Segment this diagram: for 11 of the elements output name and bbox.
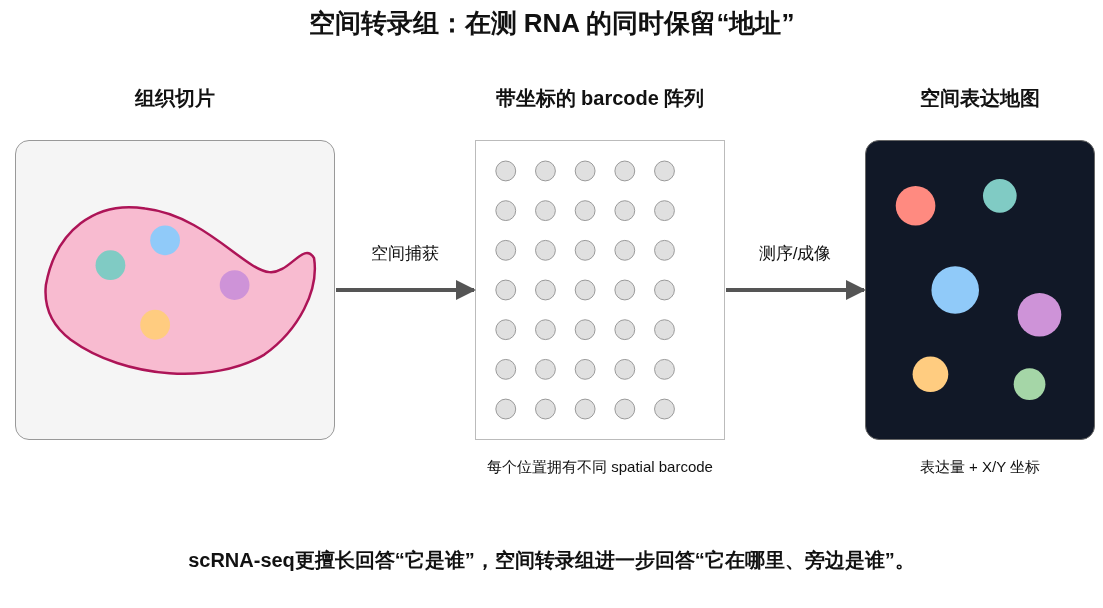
arrow xyxy=(336,280,476,300)
panel-caption: 每个位置拥有不同 spatial barcode xyxy=(487,458,713,477)
panel-heading: 组织切片 xyxy=(135,86,215,111)
edge-label: 测序/成像 xyxy=(756,242,834,265)
title: 空间转录组：在测 RNA 的同时保留“地址” xyxy=(308,7,795,40)
panel-heading: 空间表达地图 xyxy=(920,86,1040,111)
arrow xyxy=(726,280,866,300)
caption: scRNA-seq更擅长回答“它是谁”，空间转录组进一步回答“它在哪里、旁边是谁”。 xyxy=(188,548,915,573)
panel-caption: 表达量 + X/Y 坐标 xyxy=(919,458,1041,477)
edge-label: 空间捕获 xyxy=(369,242,441,265)
panel-heading: 带坐标的 barcode 阵列 xyxy=(495,86,705,111)
